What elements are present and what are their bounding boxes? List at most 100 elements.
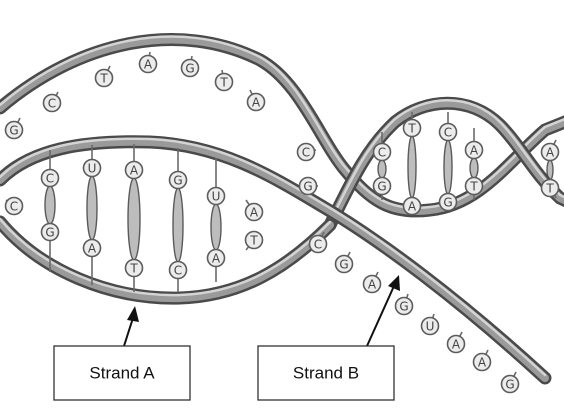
upper-base-3-letter: T xyxy=(99,72,108,86)
upper-base-5-letter: G xyxy=(185,62,194,76)
left-pair-1-top-letter: C xyxy=(46,172,54,186)
middle-base-1-letter: A xyxy=(250,206,259,220)
left-pair-2-bottom-circle xyxy=(82,238,102,258)
right-end-base-2-circle xyxy=(540,178,560,198)
left-pair-4-bottom-circle xyxy=(168,260,188,280)
left-bond-4 xyxy=(172,187,184,263)
lower-base-3-letter: A xyxy=(368,278,377,292)
strand-a-label-box xyxy=(53,345,191,401)
middle-base-3: C xyxy=(296,142,317,162)
upper-base-1-circle xyxy=(4,120,24,140)
left-bond-1 xyxy=(44,185,56,225)
left-pair-5-top-letter: U xyxy=(212,190,221,204)
lower-base-7-letter: A xyxy=(478,356,487,370)
left-pair-3-top: A xyxy=(124,144,144,180)
lower-base-7-circle xyxy=(472,352,492,372)
right-pair-1-top-circle xyxy=(372,142,392,162)
strand-b-label-box xyxy=(257,345,395,401)
lower-base-3-circle xyxy=(362,274,382,294)
left-pair-5-top-circle xyxy=(206,186,226,206)
strand-b-label: Strand B xyxy=(293,364,359,383)
upper-base-2-letter: C xyxy=(48,97,56,111)
upper-base-3: T xyxy=(94,65,114,88)
hydrogen-bonds xyxy=(44,135,554,263)
left-pair-5-bottom-letter: A xyxy=(212,252,221,266)
right-bond-4 xyxy=(469,157,479,179)
strand-a-label: Strand A xyxy=(89,364,155,383)
lower-base-2: G xyxy=(334,251,354,274)
right-end-base-2-letter: T xyxy=(545,182,554,196)
right-pair-4-bottom-circle xyxy=(464,176,484,196)
middle-base-2-letter: T xyxy=(249,234,258,248)
left-pair-1-top-circle xyxy=(40,168,60,188)
right-bond-2 xyxy=(407,135,417,199)
lower-base-4: G xyxy=(394,293,414,316)
upper-base-4: A xyxy=(138,51,158,74)
right-pair-4-top: A xyxy=(464,128,484,160)
lower-base-2-letter: G xyxy=(339,258,348,272)
left-bond-3 xyxy=(127,177,141,261)
lower-base-1: C xyxy=(308,231,328,254)
right-end-base-2: T xyxy=(540,178,560,199)
upper-base-6: T xyxy=(214,69,234,92)
upper-base-2-circle xyxy=(42,93,62,113)
strand-b-arrow xyxy=(366,285,395,347)
left-pair-4-top-circle xyxy=(168,170,188,190)
left-pair-4-top: G xyxy=(168,148,188,190)
lower-base-3: A xyxy=(362,271,382,294)
middle-base-4-circle xyxy=(298,176,318,196)
right-pair-3-top: C xyxy=(438,112,458,142)
upper-base-2: C xyxy=(42,91,62,113)
right-bond-3 xyxy=(443,139,453,195)
left-pair-2-bottom-letter: A xyxy=(88,242,97,256)
left-pair-1-bottom-letter: G xyxy=(45,226,54,240)
upper-base-6-circle xyxy=(214,72,234,92)
right-pair-1-bottom: G xyxy=(372,176,392,200)
left-pair-3-top-letter: A xyxy=(130,164,139,178)
middle-base-2: T xyxy=(244,230,264,251)
left-pair-1-top: C xyxy=(40,150,60,188)
middle-base-3-circle xyxy=(296,142,316,162)
left-pair-4-top-letter: G xyxy=(173,174,182,188)
lower-base-7: A xyxy=(472,349,492,372)
middle-base-2-circle xyxy=(244,230,264,250)
right-pair-2-top-circle xyxy=(402,118,422,138)
left-pair-3-bottom-letter: T xyxy=(129,262,138,276)
right-pair-3-bottom: G xyxy=(438,192,458,212)
left-end-base: C xyxy=(4,196,24,216)
middle-base-1-circle xyxy=(244,202,264,222)
left-pair-1-bottom-circle xyxy=(40,222,60,242)
lower-base-4-circle xyxy=(394,296,414,316)
backbone-strand-b xyxy=(0,135,552,385)
lower-base-6-letter: A xyxy=(452,338,461,352)
lower-base-5-circle xyxy=(420,316,440,336)
lower-base-1-letter: C xyxy=(314,238,322,252)
middle-base-1: A xyxy=(244,199,264,222)
right-pair-2-bottom-circle xyxy=(402,196,422,216)
middle-base-4-letter: G xyxy=(303,180,312,194)
right-pair-2-bottom-letter: A xyxy=(408,200,417,214)
left-pair-2-top: U xyxy=(82,145,102,178)
lower-base-8-letter: G xyxy=(505,378,514,392)
upper-base-4-circle xyxy=(138,54,158,74)
right-end-base-1: A xyxy=(540,139,560,162)
upper-base-7-letter: A xyxy=(252,96,261,110)
right-pair-4-top-letter: A xyxy=(470,144,479,158)
backbone-strand-a xyxy=(0,215,337,305)
right-end-base-1-circle xyxy=(540,142,560,162)
middle-base-3-letter: C xyxy=(302,146,310,160)
right-pair-3-bottom-letter: G xyxy=(443,196,452,210)
right-pair-2-bottom: A xyxy=(402,196,422,216)
upper-base-7-circle xyxy=(246,92,266,112)
right-pair-4-bottom: T xyxy=(464,176,484,200)
left-bond-5 xyxy=(210,203,222,251)
upper-base-6-letter: T xyxy=(219,76,228,90)
upper-base-1: G xyxy=(4,117,24,140)
right-pair-4-bottom-letter: T xyxy=(469,180,478,194)
left-end-base-letter: C xyxy=(10,200,18,214)
left-pair-3-top-circle xyxy=(124,160,144,180)
lower-base-5-letter: U xyxy=(426,320,435,334)
left-pair-1-bottom: G xyxy=(40,222,60,272)
